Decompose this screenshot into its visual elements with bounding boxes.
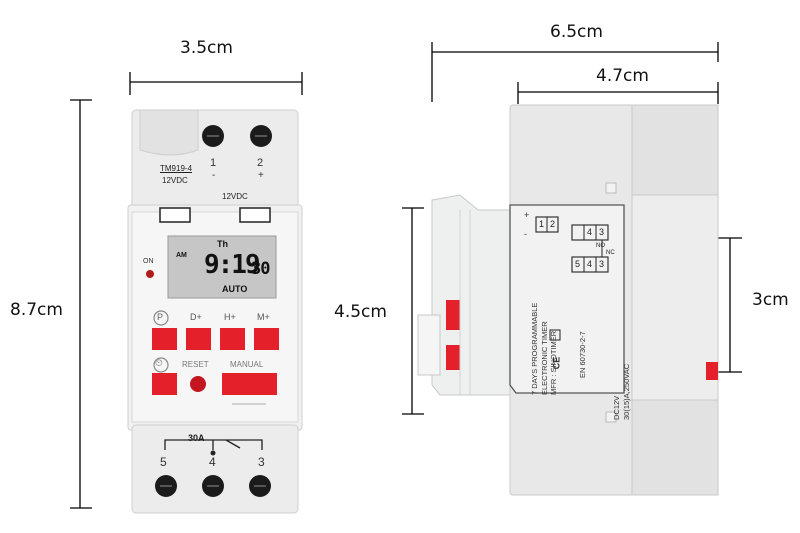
manual-button[interactable] bbox=[222, 373, 277, 395]
side-front-height-dimension bbox=[718, 237, 742, 373]
lcd-day: Th bbox=[217, 239, 228, 249]
lcd-seconds: 30 bbox=[251, 259, 271, 279]
side-view: 6.5cm 4.7cm 4.5cm 3cm + - 1 2 3 4 5 4 3 … bbox=[334, 0, 800, 528]
side-terminal-5: 5 bbox=[575, 259, 581, 269]
relay-wiring-diagram bbox=[164, 439, 263, 450]
h-plus-button[interactable] bbox=[220, 328, 245, 350]
p-button-label: P bbox=[157, 312, 164, 322]
clock-icon: ⏲ bbox=[155, 358, 163, 369]
side-total-width-dimension bbox=[431, 42, 719, 102]
front-height-dimension bbox=[70, 99, 92, 509]
side-front-height-label: 3cm bbox=[752, 290, 789, 310]
ce-mark: CE bbox=[551, 356, 562, 370]
side-rating-block: DC12V 30(15)A,250VAC bbox=[612, 300, 632, 420]
h-plus-label: H+ bbox=[224, 312, 236, 322]
power-bottom-label: 12VDC bbox=[222, 192, 248, 201]
lcd-time: 9:19 bbox=[204, 250, 261, 280]
side-label-line3: MFR : SINOTIMER bbox=[549, 330, 558, 395]
side-label-line1: 7 DAYS PROGRAMMABLE bbox=[530, 302, 539, 395]
side-label-text: 7 DAYS PROGRAMMABLE ELECTRONIC TIMER MFR… bbox=[530, 255, 559, 395]
minus-mark: - bbox=[212, 170, 216, 181]
on-label: ON bbox=[143, 258, 154, 265]
standard-label: EN 60730-2-7 bbox=[578, 331, 587, 378]
front-height-label: 8.7cm bbox=[10, 300, 63, 320]
manual-label: MANUAL bbox=[230, 360, 264, 369]
no-label: NO bbox=[596, 243, 605, 249]
d-plus-label: D+ bbox=[190, 312, 202, 322]
plus-mark: + bbox=[258, 170, 264, 181]
model-label: TM919-4 bbox=[160, 164, 193, 173]
lcd-ampm: AM bbox=[176, 252, 187, 259]
terminal-2-label: 2 bbox=[257, 157, 264, 169]
side-body-height-label: 4.5cm bbox=[334, 302, 387, 322]
side-body-height-dimension bbox=[402, 207, 424, 415]
side-clear-cover bbox=[431, 194, 511, 396]
side-terminal-1: 1 bbox=[539, 219, 545, 229]
side-label-line2: ELECTRONIC TIMER bbox=[539, 321, 549, 395]
side-body-width-dimension bbox=[517, 82, 719, 104]
front-view-drawing bbox=[70, 72, 303, 514]
amp-label: 30A bbox=[188, 433, 205, 443]
front-width-label: 3.5cm bbox=[180, 38, 233, 58]
terminal-4-label: 4 bbox=[209, 455, 216, 469]
lcd-mode: AUTO bbox=[222, 284, 248, 294]
side-terminal-3-bottom: 3 bbox=[599, 259, 605, 269]
reset-button[interactable] bbox=[190, 376, 206, 392]
m-plus-button[interactable] bbox=[254, 328, 279, 350]
side-terminal-4: 4 bbox=[587, 259, 593, 269]
on-led bbox=[146, 270, 154, 278]
side-label-plate bbox=[509, 204, 625, 394]
side-total-width-label: 6.5cm bbox=[550, 22, 603, 42]
side-body-width-label: 4.7cm bbox=[596, 66, 649, 86]
side-minus-mark: - bbox=[524, 229, 527, 239]
m-plus-label: M+ bbox=[257, 312, 270, 322]
reset-label: RESET bbox=[182, 360, 209, 369]
terminal-3-label: 3 bbox=[258, 455, 265, 469]
side-terminal-4-top: 4 bbox=[587, 227, 593, 237]
rating-line2: 30(15)A,250VAC bbox=[622, 363, 631, 420]
side-view-drawing bbox=[402, 42, 742, 496]
terminal-1-label: 1 bbox=[210, 157, 217, 169]
p-button[interactable] bbox=[152, 328, 177, 350]
clock-button[interactable] bbox=[152, 373, 177, 395]
front-view: 3.5cm 8.7cm TM919-4 12VDC 1 2 - + 12VDC … bbox=[0, 0, 400, 528]
terminal-5-label: 5 bbox=[160, 455, 167, 469]
nc-label: NC bbox=[606, 250, 615, 256]
rating-line1: DC12V bbox=[612, 395, 621, 420]
bottom-terminal-block bbox=[131, 424, 299, 514]
lcd-screen bbox=[167, 235, 277, 299]
front-width-dimension bbox=[129, 72, 303, 95]
side-terminal-3: 3 bbox=[599, 227, 605, 237]
side-plus-mark: + bbox=[524, 210, 530, 220]
power-label: 12VDC bbox=[162, 176, 188, 185]
side-terminal-2: 2 bbox=[550, 219, 556, 229]
d-plus-button[interactable] bbox=[186, 328, 211, 350]
